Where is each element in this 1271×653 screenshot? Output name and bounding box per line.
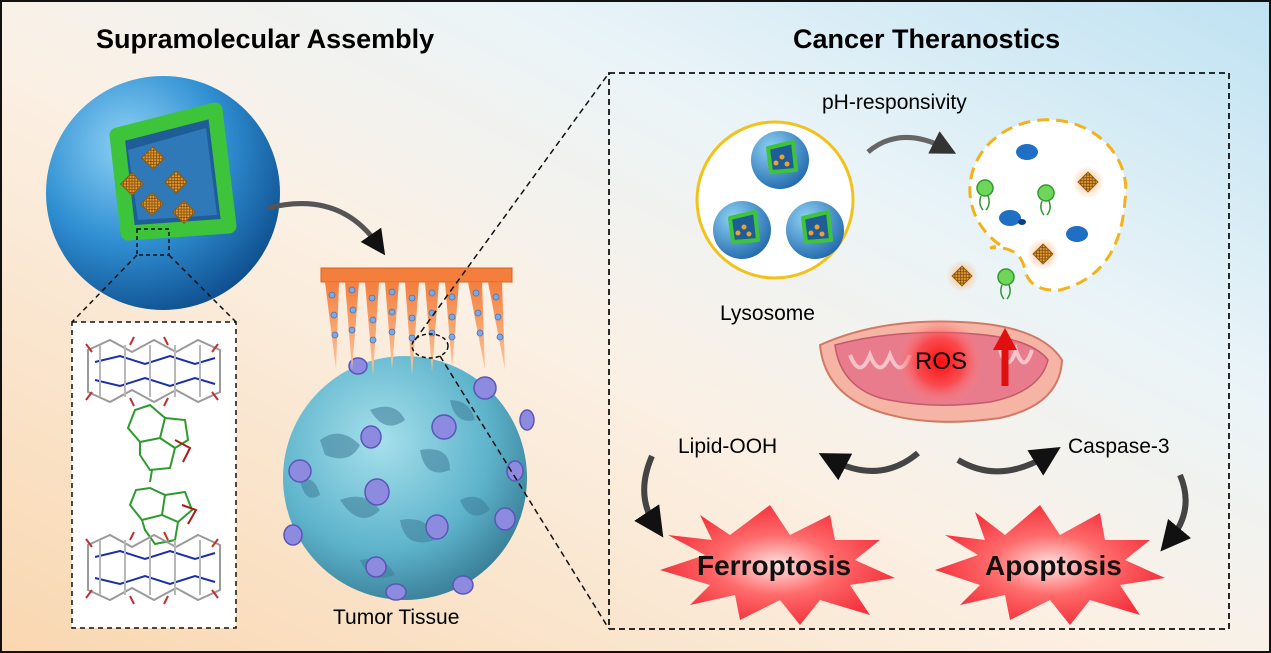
theranostics-panel (608, 72, 1230, 630)
lysosome (695, 120, 855, 280)
drug-molecules (976, 179, 1055, 300)
zoom-line-right (168, 254, 237, 323)
label-ph-responsivity: pH-responsivity (822, 91, 967, 114)
zoom-line-left (71, 254, 138, 323)
label-ros: ROS (915, 348, 968, 375)
ferroptosis-burst (660, 505, 895, 625)
heading-theranostics: Cancer Theranostics (793, 24, 1061, 54)
heading-supramolecular: Supramolecular Assembly (96, 24, 435, 54)
tumor-cell (283, 356, 535, 601)
apoptosis-burst (935, 505, 1165, 625)
molecular-structure-panel (71, 321, 237, 629)
label-tumor-tissue: Tumor Tissue (333, 606, 460, 629)
cargo-particles (119, 145, 197, 225)
released-cargo (946, 166, 1104, 292)
ruptured-lysosome (946, 118, 1128, 300)
mitochondrion (818, 318, 1064, 423)
open-cups (999, 144, 1088, 242)
nanoparticle-sphere (46, 76, 280, 310)
lysosome-nanoparticles (713, 131, 844, 259)
label-caspase-3: Caspase-3 (1068, 435, 1170, 458)
arrow-to-lipid (818, 450, 920, 481)
label-lipid-ooh: Lipid-OOH (678, 435, 778, 458)
label-lysosome: Lysosome (720, 302, 815, 325)
zoom-line-bottom (439, 355, 610, 630)
label-apoptosis: Apoptosis (985, 550, 1122, 581)
zoom-line-top (414, 72, 610, 341)
ph-arrow (866, 131, 957, 154)
arrow-to-ferroptosis (634, 454, 664, 538)
receptors (283, 357, 535, 601)
label-ferroptosis: Ferroptosis (697, 550, 852, 581)
ros-glow (896, 318, 984, 406)
arrow-to-apoptosis (1160, 473, 1192, 552)
delivery-arrow (267, 201, 386, 256)
arrow-to-caspase (956, 447, 1061, 476)
